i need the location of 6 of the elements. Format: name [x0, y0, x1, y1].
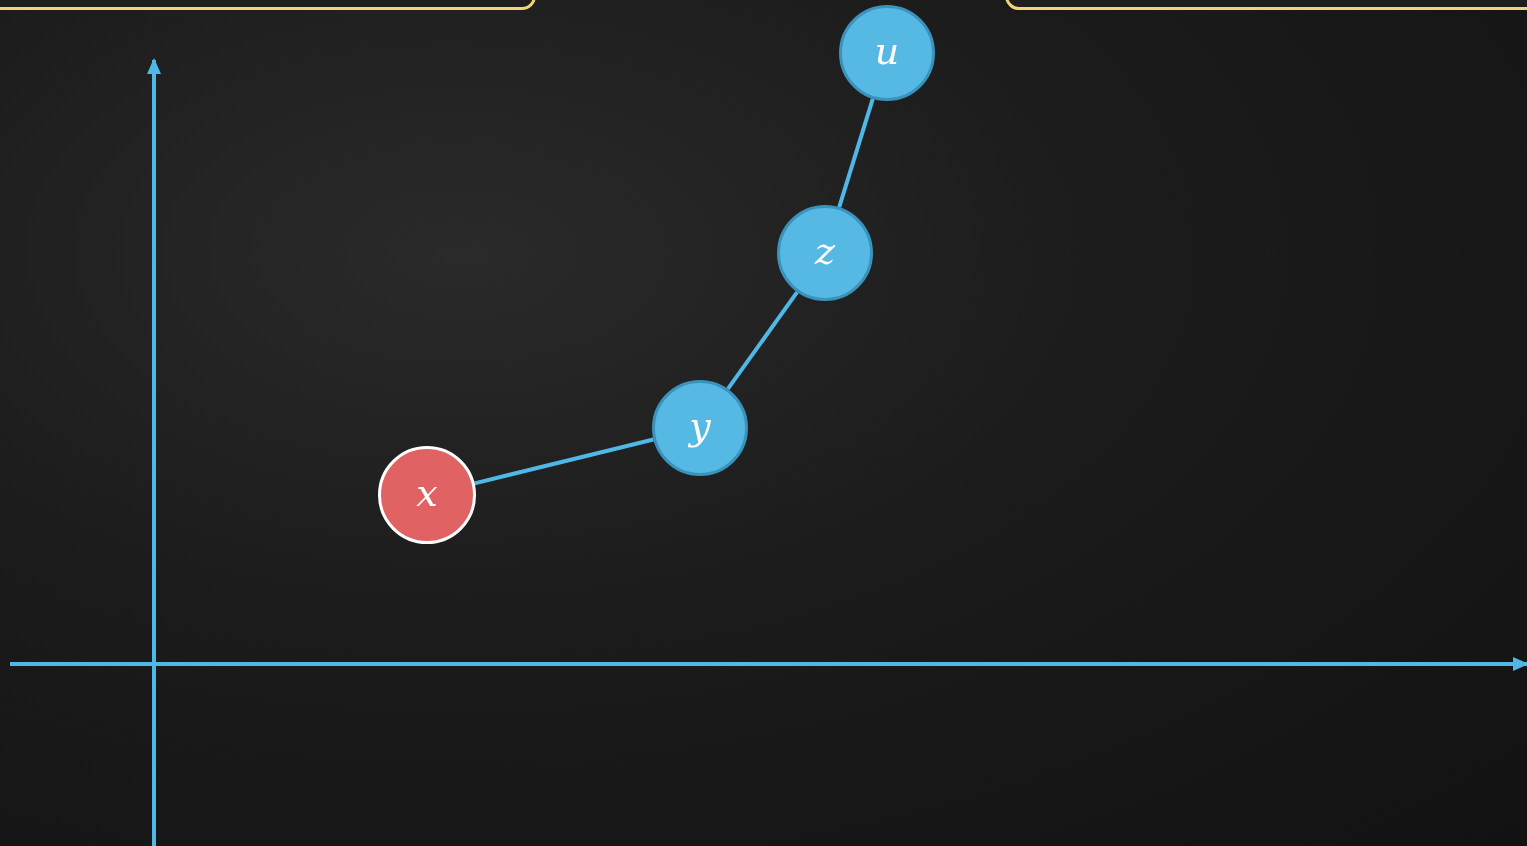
- connector-line: [726, 290, 799, 391]
- point-label: z: [815, 232, 835, 270]
- connector-line: [474, 437, 654, 486]
- point-label: u: [874, 32, 900, 70]
- point-label: x: [416, 474, 438, 512]
- connector-line: [837, 98, 875, 208]
